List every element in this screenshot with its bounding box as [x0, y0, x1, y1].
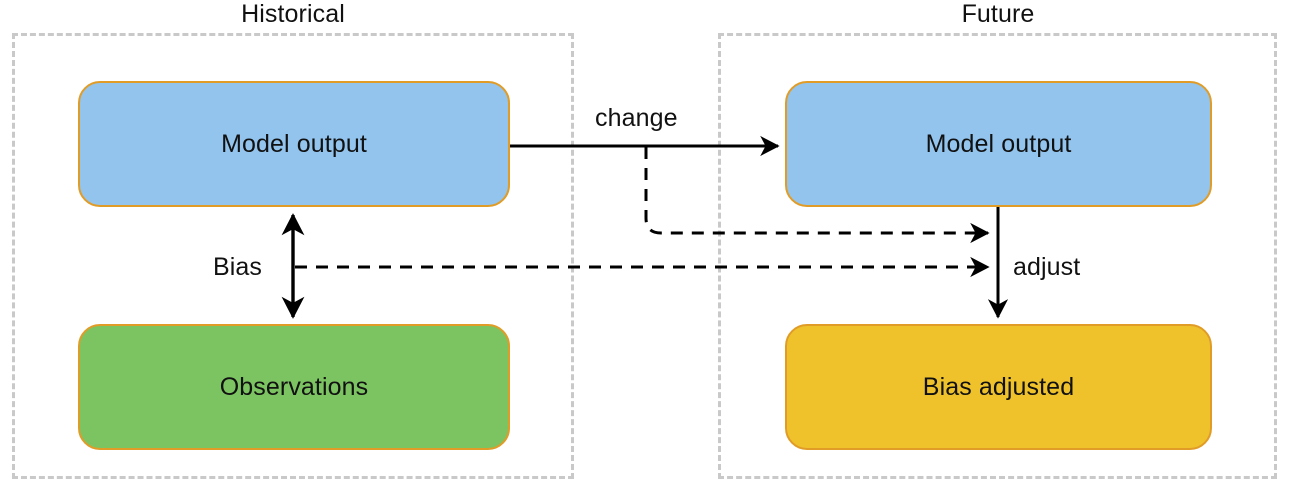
edge-label-change: change: [595, 104, 678, 132]
period-container-historical: [12, 33, 574, 479]
node-future-model-output[interactable]: Model output: [785, 81, 1212, 207]
edge-label-bias: Bias: [213, 253, 263, 281]
node-observations[interactable]: Observations: [78, 324, 510, 450]
node-bias-adjusted[interactable]: Bias adjusted: [785, 324, 1212, 450]
node-historical-model-output[interactable]: Model output: [78, 81, 510, 207]
period-container-future: [718, 33, 1277, 479]
period-title-future: Future: [961, 0, 1035, 28]
edge-label-adjust: adjust: [1013, 253, 1081, 281]
period-title-historical: Historical: [241, 0, 345, 28]
